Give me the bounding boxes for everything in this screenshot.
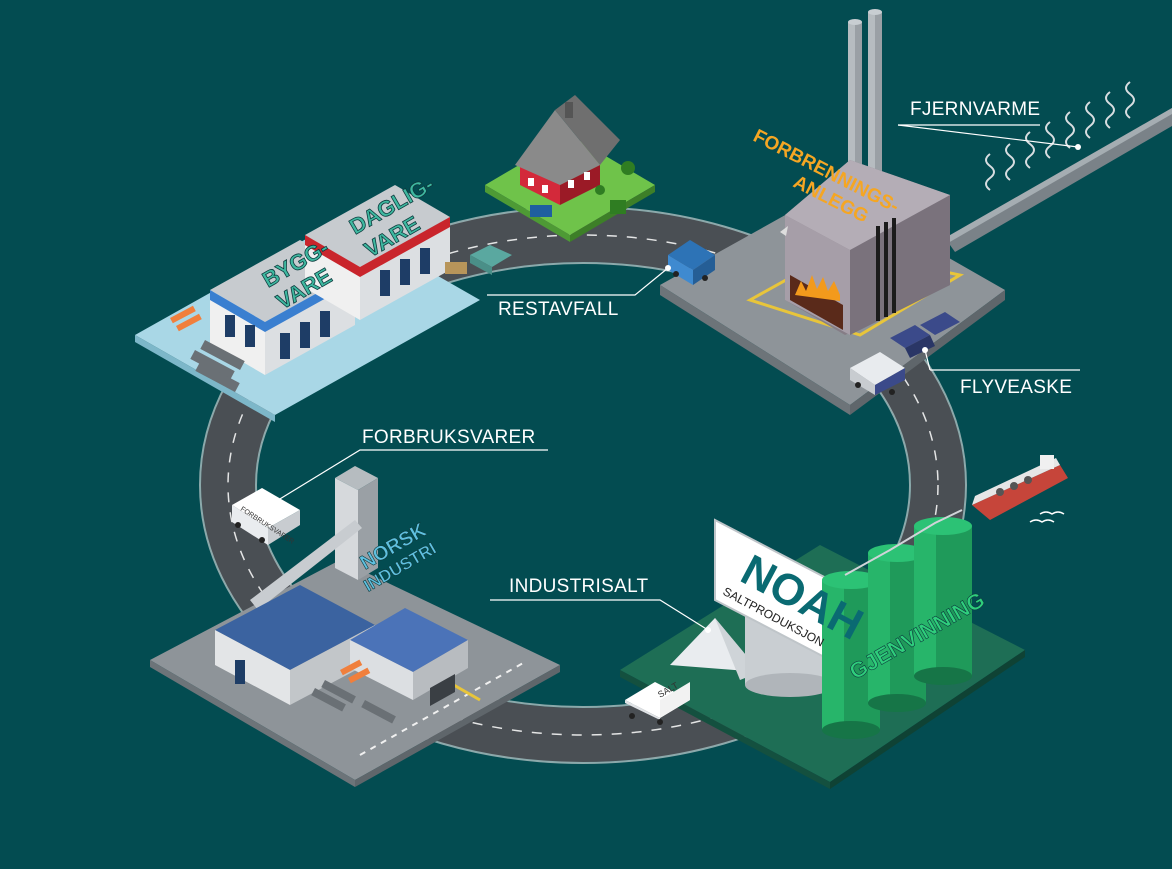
callout-lines: [269, 124, 1080, 631]
house-tile: [485, 95, 655, 242]
label-flyveaske: FLYVEASKE: [960, 377, 1073, 398]
incinerator-building: [780, 9, 960, 358]
car: [445, 245, 512, 275]
ash-tanker-truck: [850, 352, 905, 395]
district-heating-pipe: [945, 81, 1172, 252]
label-fjernvarme: FJERNVARME: [910, 99, 1041, 120]
store-tile: [135, 185, 480, 422]
garbage-truck: [668, 240, 715, 285]
consumer-goods-truck: [232, 488, 300, 545]
label-restavfall: RESTAVFALL: [498, 299, 619, 320]
salt-truck: [625, 682, 690, 725]
label-forbruksvarer: FORBRUKSVARER: [362, 427, 536, 448]
label-industrisalt: INDUSTRISALT: [509, 576, 649, 597]
callout-dots: [267, 144, 1081, 633]
cargo-ship: [972, 455, 1068, 523]
industry-tile: [150, 466, 560, 787]
